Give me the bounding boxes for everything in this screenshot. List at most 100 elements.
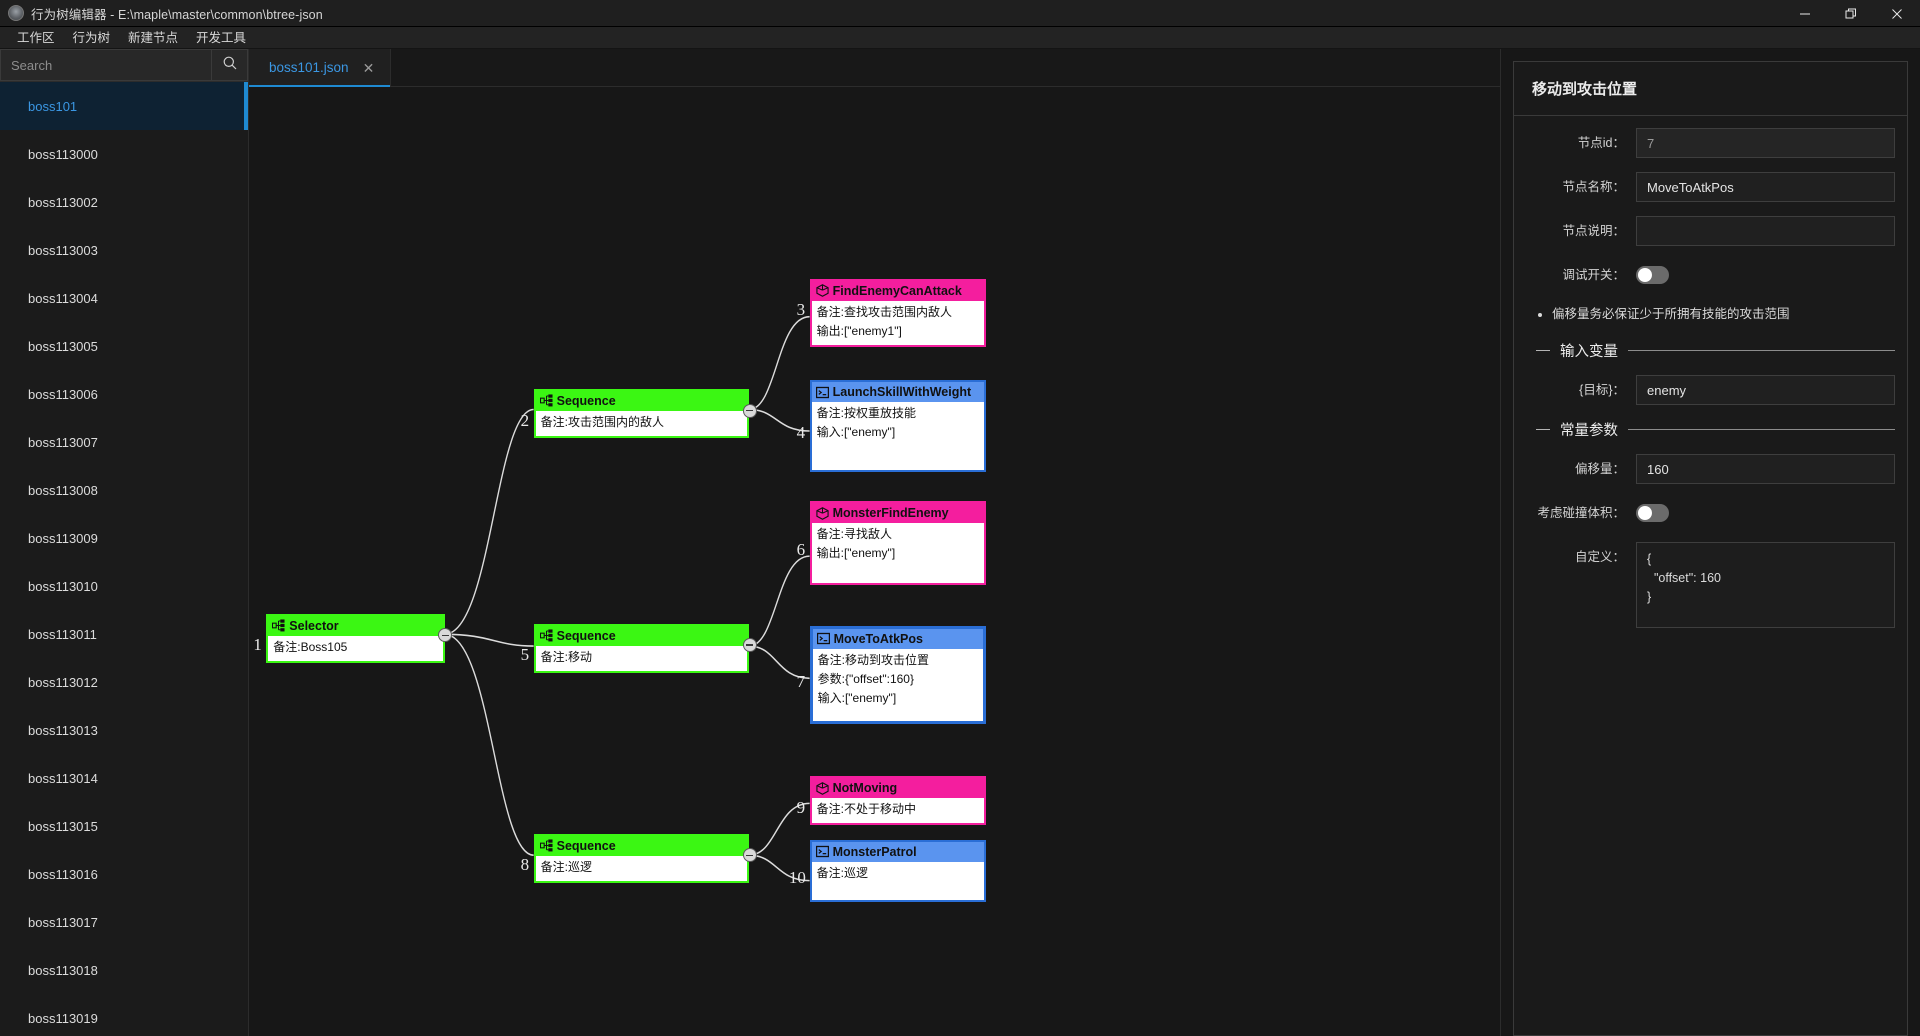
action-node-icon xyxy=(815,386,829,399)
node-name-input[interactable] xyxy=(1636,172,1895,202)
menu-item-workspace[interactable]: 工作区 xyxy=(17,30,55,45)
tree-node-header: MonsterFindEnemy xyxy=(811,503,985,524)
custom-json-textarea[interactable] xyxy=(1636,542,1895,628)
file-item[interactable]: boss113012 xyxy=(0,658,248,706)
tree-node-title: MoveToAtkPos xyxy=(833,631,923,646)
condition-node-icon xyxy=(815,507,829,520)
file-item[interactable]: boss113019 xyxy=(0,994,248,1036)
collapse-dash-icon[interactable] xyxy=(1536,350,1550,351)
field-input-target: {目标}： xyxy=(1526,375,1895,405)
node-collapse-toggle[interactable] xyxy=(438,628,453,643)
file-item[interactable]: boss113016 xyxy=(0,850,248,898)
field-custom-json: 自定义： xyxy=(1526,542,1895,628)
tree-node-header: Selector xyxy=(268,615,443,636)
note-item: 偏移量务必保证少于所拥有技能的攻击范围 xyxy=(1552,304,1895,324)
tree-node-header: NotMoving xyxy=(811,778,985,799)
file-item-label: boss113004 xyxy=(28,290,98,306)
search-input[interactable] xyxy=(0,49,211,81)
composite-node-icon xyxy=(539,394,553,407)
tree-node-line: 备注:巡逻 xyxy=(816,865,868,880)
node-collapse-toggle[interactable] xyxy=(742,403,757,418)
file-item[interactable]: boss113003 xyxy=(0,226,248,274)
tree-node-line: 参数:{"offset":160} xyxy=(817,671,914,686)
file-item[interactable]: boss113002 xyxy=(0,178,248,226)
tree-node-body: 备注:巡逻 xyxy=(536,856,747,881)
file-item-label: boss113006 xyxy=(28,386,98,402)
file-item[interactable]: boss113006 xyxy=(0,370,248,418)
collision-switch-toggle[interactable] xyxy=(1636,504,1669,522)
menu-item-dev-tools[interactable]: 开发工具 xyxy=(196,30,247,45)
tree-node-title: MonsterFindEnemy xyxy=(832,506,949,521)
node-collapse-toggle[interactable] xyxy=(742,638,757,653)
field-node-desc: 节点说明： xyxy=(1526,216,1895,246)
section-input-vars: 输入变量 xyxy=(1536,340,1895,361)
file-item[interactable]: boss113010 xyxy=(0,562,248,610)
tree-node-header: MoveToAtkPos xyxy=(812,628,984,649)
file-item[interactable]: boss113005 xyxy=(0,322,248,370)
label-offset: 偏移量： xyxy=(1574,462,1625,476)
offset-input[interactable] xyxy=(1636,454,1895,484)
file-item-label: boss113015 xyxy=(28,818,98,834)
tree-node[interactable]: MoveToAtkPos 备注:移动到攻击位置参数:{"offset":160}输… xyxy=(809,625,987,725)
label-node-name: 节点名称： xyxy=(1562,180,1625,194)
tree-node-body: 备注:按权重放技能输入:["enemy"] xyxy=(812,402,984,470)
file-item[interactable]: boss113017 xyxy=(0,898,248,946)
tree-node-body: 备注:查找攻击范围内敌人输出:["enemy1"] xyxy=(812,301,984,345)
node-collapse-toggle[interactable] xyxy=(742,848,757,863)
file-item[interactable]: boss113018 xyxy=(0,946,248,994)
tree-node-line: 备注:移动 xyxy=(540,649,592,664)
label-input-target: {目标}： xyxy=(1579,383,1625,397)
tree-node-number: 9 xyxy=(796,797,806,817)
tree-node-header: Sequence xyxy=(535,835,748,856)
file-item[interactable]: boss113011 xyxy=(0,610,248,658)
search-button[interactable] xyxy=(211,49,248,81)
close-button[interactable] xyxy=(1874,0,1920,27)
file-item[interactable]: boss113013 xyxy=(0,706,248,754)
file-item[interactable]: boss101 xyxy=(0,82,248,130)
file-item-label: boss113018 xyxy=(28,962,98,978)
tree-node-line: 输出:["enemy"] xyxy=(816,546,896,561)
file-item[interactable]: boss113014 xyxy=(0,754,248,802)
minimize-button[interactable] xyxy=(1782,0,1828,27)
tree-node-number: 1 xyxy=(253,635,262,655)
tree-node-line: 备注:按权重放技能 xyxy=(816,406,916,421)
editor-column: boss101.json ✕ xyxy=(249,49,1500,1036)
menu-item-behaviortree[interactable]: 行为树 xyxy=(72,30,111,45)
file-item[interactable]: boss113009 xyxy=(0,514,248,562)
file-item[interactable]: boss113004 xyxy=(0,274,248,322)
tree-node-body: 备注:移动到攻击位置参数:{"offset":160}输入:["enemy"] xyxy=(813,649,983,722)
tab-close-icon[interactable]: ✕ xyxy=(362,59,375,76)
file-item[interactable]: boss113015 xyxy=(0,802,248,850)
debug-switch-toggle[interactable] xyxy=(1636,266,1669,284)
note-list: 偏移量务必保证少于所拥有技能的攻击范围 xyxy=(1552,304,1895,324)
maximize-button[interactable] xyxy=(1828,0,1874,27)
file-item[interactable]: boss113008 xyxy=(0,466,248,514)
tree-node-header: FindEnemyCanAttack xyxy=(811,280,985,301)
input-target-field[interactable] xyxy=(1636,375,1895,405)
node-desc-input[interactable] xyxy=(1636,216,1895,246)
field-collision-switch: 考虑碰撞体积： xyxy=(1526,498,1895,528)
tree-node-body: 备注:攻击范围内的敌人 xyxy=(536,411,747,436)
file-item[interactable]: boss113007 xyxy=(0,418,248,466)
menu-item-new-node[interactable]: 新建节点 xyxy=(128,30,179,45)
window-title: 行为树编辑器 - E:\maple\master\common\btree-js… xyxy=(31,7,323,22)
menu-bar: 工作区 行为树 新建节点 开发工具 xyxy=(0,27,1920,49)
tree-node-line: 备注:查找攻击范围内敌人 xyxy=(816,304,952,319)
file-item-label: boss113014 xyxy=(28,770,98,786)
collapse-dash-icon[interactable] xyxy=(1536,429,1550,430)
tab-boss101-json[interactable]: boss101.json ✕ xyxy=(249,49,392,87)
field-node-name: 节点名称： xyxy=(1526,172,1895,202)
node-id-input xyxy=(1636,128,1895,158)
file-item[interactable]: boss113000 xyxy=(0,130,248,178)
